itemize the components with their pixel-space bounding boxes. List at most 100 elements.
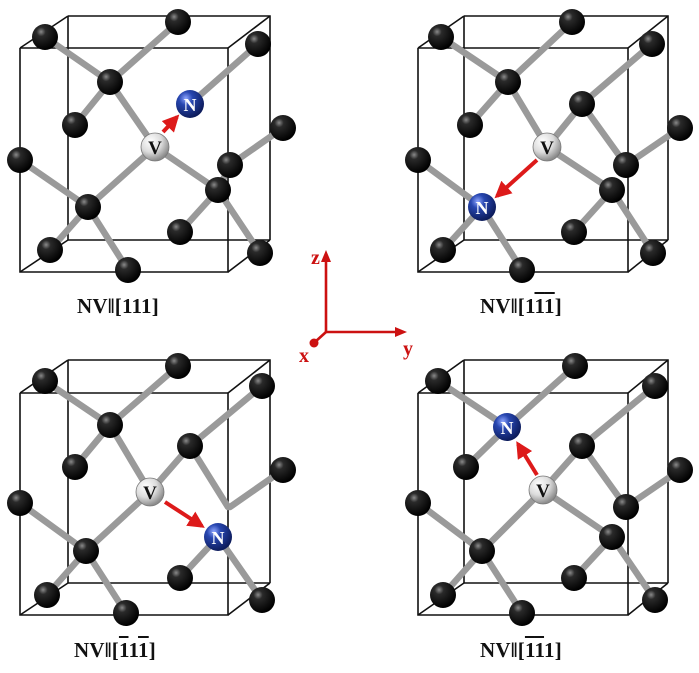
vacancy-site: [135, 477, 165, 507]
carbon-atom: [167, 219, 193, 245]
caption-prefix: NV‖[: [480, 638, 525, 662]
vacancy-label: V: [148, 138, 162, 159]
caption-index-1: 1: [524, 294, 535, 318]
panel-nv-bar1-1-bar1: V N: [7, 353, 296, 626]
nitrogen-atom: [204, 523, 232, 551]
carbon-atom: [562, 353, 588, 379]
panel-nv-1-bar1-bar1: V N: [405, 9, 693, 283]
panel-caption-nv-111: NV‖[111]: [77, 294, 159, 319]
carbon-atom: [509, 600, 535, 626]
carbon-atom: [7, 490, 33, 516]
carbon-atom: [509, 257, 535, 283]
carbon-atom: [97, 69, 123, 95]
carbon-atoms: [405, 9, 693, 283]
caption-index-3: 1: [141, 294, 152, 318]
z-arrowhead: [321, 250, 331, 262]
vacancy-label: V: [536, 481, 550, 502]
carbon-atom: [75, 194, 101, 220]
nitrogen-atom: [468, 193, 496, 221]
carbon-atom: [428, 24, 454, 50]
panel-nv-111: V N: [7, 9, 296, 283]
carbon-atom: [270, 457, 296, 483]
caption-index-1: 1: [121, 294, 132, 318]
carbon-atom: [73, 538, 99, 564]
carbon-atom: [613, 494, 639, 520]
nitrogen-label: N: [212, 528, 225, 548]
caption-suffix: ]: [148, 638, 156, 662]
carbon-atom: [639, 31, 665, 57]
vacancy-site: [140, 132, 170, 162]
panel-nv-bar1-bar1-1: V N: [405, 353, 693, 626]
carbon-atom: [249, 587, 275, 613]
carbon-atom: [425, 368, 451, 394]
carbon-atoms: [7, 353, 296, 626]
carbon-atom: [642, 587, 668, 613]
carbon-atom: [165, 9, 191, 35]
carbon-atom: [270, 115, 296, 141]
caption-suffix: ]: [554, 294, 562, 318]
carbon-atom: [561, 219, 587, 245]
vacancy-site: [532, 132, 562, 162]
nv-axis-arrow: [163, 500, 205, 528]
vacancy-site: [528, 475, 558, 505]
carbon-atom: [32, 368, 58, 394]
caption-index-3: 1: [544, 638, 555, 662]
carbon-atom: [457, 112, 483, 138]
carbon-atom: [113, 600, 139, 626]
vacancy-label: V: [540, 138, 554, 159]
caption-prefix: NV‖[: [74, 638, 119, 662]
carbon-atom: [37, 237, 63, 263]
carbon-atom: [569, 91, 595, 117]
caption-index-2: 1: [128, 638, 139, 662]
nv-axis-arrow: [494, 158, 539, 199]
panel-caption-nv-bar1-1-bar1: NV‖[111]: [74, 638, 156, 663]
x-axis-dot: [309, 338, 319, 348]
carbon-atom: [249, 373, 275, 399]
caption-index-2: 1: [534, 294, 545, 318]
panel-caption-nv-1-bar1-bar1: NV‖[111]: [480, 294, 562, 319]
carbon-atom: [667, 115, 693, 141]
carbon-atom: [32, 24, 58, 50]
carbon-atom: [165, 353, 191, 379]
carbon-atom: [469, 538, 495, 564]
carbon-atom: [205, 177, 231, 203]
carbon-atom: [167, 565, 193, 591]
caption-prefix: NV‖[: [480, 294, 525, 318]
caption-index-1: 1: [118, 638, 129, 662]
carbon-atom: [405, 490, 431, 516]
x-axis-label: x: [299, 345, 309, 367]
carbon-atom: [34, 582, 60, 608]
carbon-atom: [405, 147, 431, 173]
caption-index-2: 1: [534, 638, 545, 662]
carbon-atom: [569, 433, 595, 459]
carbon-atom: [97, 412, 123, 438]
carbon-atom: [115, 257, 141, 283]
carbon-atom: [561, 565, 587, 591]
carbon-atom: [247, 240, 273, 266]
carbon-atom: [599, 177, 625, 203]
y-arrowhead: [395, 327, 407, 337]
caption-prefix: NV‖[: [77, 294, 122, 318]
vacancy-label: V: [143, 483, 157, 504]
nitrogen-atom: [176, 90, 204, 118]
carbon-atom: [559, 9, 585, 35]
carbon-atom: [613, 152, 639, 178]
nitrogen-label: N: [501, 418, 514, 438]
carbon-atom: [495, 69, 521, 95]
nv-axis-arrow: [516, 441, 539, 477]
nv-axis-arrow: [161, 114, 180, 134]
carbon-atom: [7, 147, 33, 173]
carbon-atom: [177, 433, 203, 459]
nitrogen-label: N: [184, 95, 197, 115]
nitrogen-label: N: [476, 198, 489, 218]
caption-index-3: 1: [544, 294, 555, 318]
carbon-atoms: [405, 353, 693, 626]
carbon-atom: [430, 237, 456, 263]
z-axis-label: z: [311, 247, 320, 269]
carbon-atom: [453, 454, 479, 480]
nitrogen-atom: [493, 413, 521, 441]
carbon-atom: [642, 373, 668, 399]
y-axis-label: y: [403, 338, 413, 360]
carbon-atom: [430, 582, 456, 608]
